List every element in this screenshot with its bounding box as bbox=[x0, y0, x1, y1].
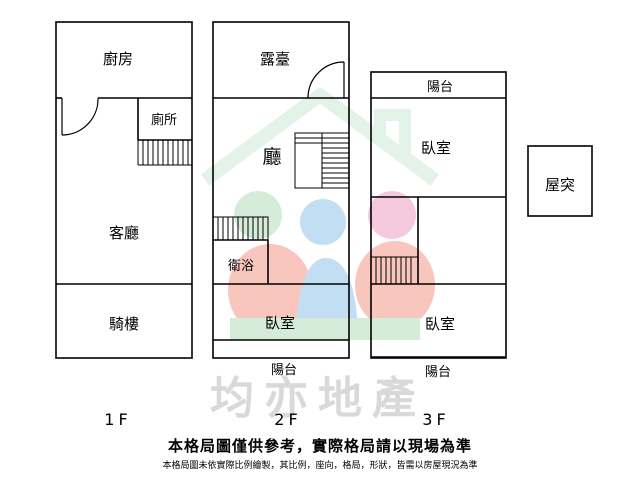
watermark-house-outline bbox=[200, 88, 440, 186]
floor-3f-outline bbox=[370, 71, 507, 359]
watermark-dot-green bbox=[234, 191, 282, 239]
watermark-text: 均亦地產 bbox=[210, 373, 426, 424]
floor-label-3f: 3F bbox=[422, 410, 449, 429]
label-2f-bedroom: 臥室 bbox=[265, 314, 295, 332]
label-2f-hall: 廳 bbox=[262, 146, 281, 168]
floor-1f-stairs bbox=[137, 140, 192, 166]
label-3f-balcony-top: 陽台 bbox=[427, 80, 453, 95]
floor-2f-outline bbox=[212, 21, 350, 359]
floor-label-2f: 2F bbox=[274, 410, 301, 429]
watermark-logo bbox=[200, 88, 440, 340]
label-1f-living: 客廳 bbox=[109, 224, 139, 242]
disclaimer-main: 本格局圖僅供參考，實際格局請以現場為準 bbox=[167, 437, 472, 455]
watermark-figure-red-left bbox=[228, 244, 312, 336]
watermark-figure-blue-center bbox=[295, 257, 358, 335]
label-3f-bedroom-top: 臥室 bbox=[421, 139, 451, 157]
floor-2f-door-arc bbox=[307, 61, 345, 99]
label-2f-balcony: 陽台 bbox=[271, 363, 297, 378]
floor-3f bbox=[370, 71, 507, 359]
label-2f-terrace: 露臺 bbox=[260, 50, 290, 68]
label-3f-balcony-bottom: 陽台 bbox=[425, 365, 451, 380]
label-1f-arcade: 騎樓 bbox=[109, 315, 139, 333]
floor-2f-stairs-upper bbox=[294, 132, 350, 189]
label-roof: 屋突 bbox=[545, 176, 575, 194]
label-1f-kitchen: 廚房 bbox=[103, 50, 133, 68]
floor-label-1f: 1F bbox=[104, 410, 131, 429]
floor-2f-stairs-lower bbox=[212, 216, 269, 241]
floor-2f bbox=[212, 21, 350, 359]
floor-3f-stairs bbox=[370, 256, 419, 285]
label-1f-toilet: 廁所 bbox=[151, 112, 177, 128]
watermark-base-green bbox=[230, 318, 420, 340]
watermark-figure-red-right bbox=[355, 241, 435, 329]
watermark-house-chimney bbox=[374, 109, 411, 160]
label-2f-bath: 衛浴 bbox=[228, 259, 254, 274]
floor-1f bbox=[55, 21, 193, 359]
roof-outline bbox=[527, 145, 593, 217]
watermark-dot-pink bbox=[368, 191, 416, 239]
floor-1f-door-arc bbox=[61, 97, 99, 136]
watermark-dot-blue bbox=[300, 199, 346, 245]
label-3f-bedroom-bottom: 臥室 bbox=[425, 315, 455, 333]
floor-1f-outline bbox=[55, 21, 193, 359]
disclaimer-sub: 本格局圖未依實際比例繪製，其比例，座向，格局，形狀，皆需以房屋現況為準 bbox=[162, 461, 478, 471]
